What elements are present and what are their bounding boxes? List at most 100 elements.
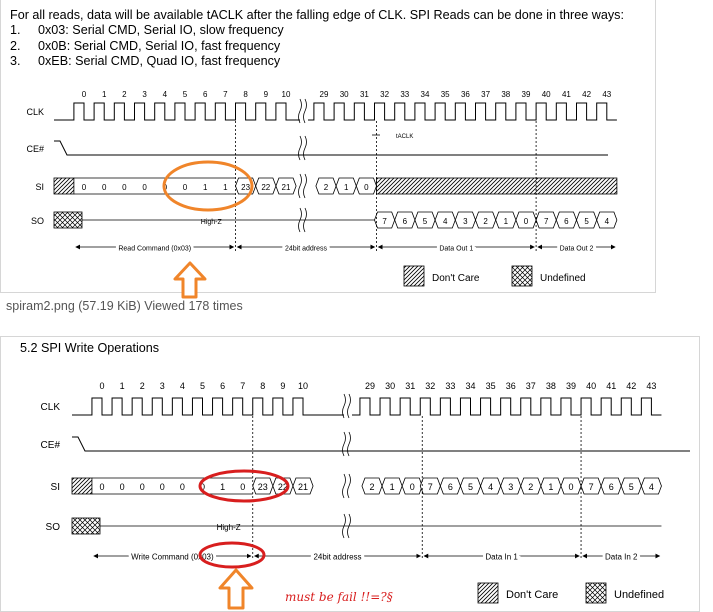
si-data-cell [640, 477, 662, 495]
cycle-number: 0 [99, 381, 104, 391]
intro-item: 1.0x03: Serial CMD, Serial IO, slow freq… [10, 23, 624, 38]
si-data-bit: 1 [548, 482, 553, 492]
cycle-number: 10 [298, 381, 308, 391]
cycle-number: 40 [542, 90, 551, 99]
cycle-number: 30 [385, 381, 395, 391]
legend-label: Don't Care [432, 273, 480, 284]
break-mark [298, 98, 307, 124]
cycle-number: 34 [421, 90, 430, 99]
so-data-bit: 4 [605, 217, 610, 226]
si-data-bit: 5 [629, 482, 634, 492]
cycle-number: 38 [546, 381, 556, 391]
si-address-bit: 23 [258, 482, 268, 492]
highlight-ellipse [162, 160, 254, 212]
cycle-number: 33 [445, 381, 455, 391]
cycle-number: 36 [461, 90, 470, 99]
so-data-bit: 7 [382, 217, 387, 226]
si-address-bit: 22 [261, 183, 270, 192]
cycle-number: 29 [365, 381, 375, 391]
so-data-bit: 4 [443, 217, 448, 226]
si-bit: 1 [223, 183, 228, 192]
highz-label: High-Z [217, 523, 241, 532]
cycle-number: 39 [566, 381, 576, 391]
intro-item-text: 0x0B: Serial CMD, Serial IO, fast freque… [38, 38, 281, 53]
cycle-number: 10 [282, 90, 291, 99]
break-mark [298, 173, 307, 199]
cycle-number: 3 [142, 90, 147, 99]
intro-item: 3.0xEB: Serial CMD, Quad IO, fast freque… [10, 54, 624, 69]
cycle-number: 35 [441, 90, 450, 99]
si-data-bit: 4 [488, 482, 493, 492]
so-data-bit: 6 [564, 217, 569, 226]
si-data-bit: 2 [528, 482, 533, 492]
dont-care-swatch [477, 582, 499, 604]
si-bit: 0 [122, 183, 127, 192]
si-address-bit: 0 [410, 482, 415, 492]
intro-sentence: For all reads, data will be available tA… [10, 8, 624, 22]
so-data-bit: 3 [463, 217, 468, 226]
si-address-bit: 1 [390, 482, 395, 492]
highlight-ellipse [198, 469, 290, 503]
cycle-number: 2 [122, 90, 127, 99]
cycle-number: 1 [120, 381, 125, 391]
legend-label: Undefined [540, 273, 586, 284]
undefined-swatch [511, 265, 533, 287]
phase-label: Write Command (0x03) [131, 553, 214, 562]
so-data-cell [596, 211, 618, 229]
clk-waveform [72, 397, 344, 416]
intro-item-number: 3. [10, 53, 21, 68]
cycle-number: 35 [486, 381, 496, 391]
cycle-number: 36 [506, 381, 516, 391]
break-mark [342, 431, 351, 457]
intro-item-number: 2. [10, 38, 21, 53]
si-bit: 0 [102, 183, 107, 192]
si-address-bit: 22 [278, 482, 288, 492]
section-title: 5.2 SPI Write Operations [20, 341, 160, 355]
phase-label: 24bit address [285, 246, 328, 253]
highlight-ellipse [198, 541, 266, 569]
intro-item: 2. 0x0B: Serial CMD, Serial IO, fast freq… [10, 39, 624, 54]
cycle-number: 6 [220, 381, 225, 391]
cycle-number: 7 [240, 381, 245, 391]
si-data-bit: 6 [609, 482, 614, 492]
si-address-bit: 2 [369, 482, 374, 492]
si-address-bit: 0 [364, 183, 369, 192]
si-data-bit: 7 [428, 482, 433, 492]
phase-label: Data In 1 [485, 553, 518, 562]
cycle-number: 33 [400, 90, 409, 99]
si-bit: 0 [140, 482, 145, 492]
cycle-number: 5 [200, 381, 205, 391]
si-data-bit: 7 [589, 482, 594, 492]
si-address-bit: 21 [298, 482, 308, 492]
cycle-number: 42 [626, 381, 636, 391]
cycle-number: 0 [82, 90, 87, 99]
si-bit: 0 [160, 482, 165, 492]
si-address-cell [292, 477, 314, 495]
si-bit: 0 [240, 482, 245, 492]
cycle-number: 9 [280, 381, 285, 391]
cycle-number: 7 [223, 90, 228, 99]
phase-label: Data Out 1 [439, 246, 473, 253]
cycle-number: 4 [180, 381, 185, 391]
si-address-cell [275, 177, 297, 195]
signal-label: CLK [41, 402, 61, 413]
image-caption[interactable]: spiram2.png (57.19 KiB) Viewed 178 times [6, 299, 243, 313]
signal-label: SO [31, 216, 44, 226]
phase-label: Data In 2 [605, 553, 638, 562]
signal-label: SO [46, 522, 61, 533]
annotation-note: must be fail !!=?§ [285, 590, 393, 604]
dont-care-region [53, 177, 75, 195]
undefined-region [71, 517, 101, 535]
si-bit: 1 [220, 482, 225, 492]
highz-label: High-Z [201, 219, 223, 226]
si-address-bit: 2 [324, 183, 329, 192]
clk-waveform [308, 102, 617, 121]
cycle-number: 1 [102, 90, 107, 99]
si-address-bit: 23 [241, 183, 250, 192]
cycle-number: 41 [562, 90, 571, 99]
taclk-label: tACLK [396, 134, 413, 140]
break-mark [342, 473, 351, 499]
si-bit: 0 [180, 482, 185, 492]
